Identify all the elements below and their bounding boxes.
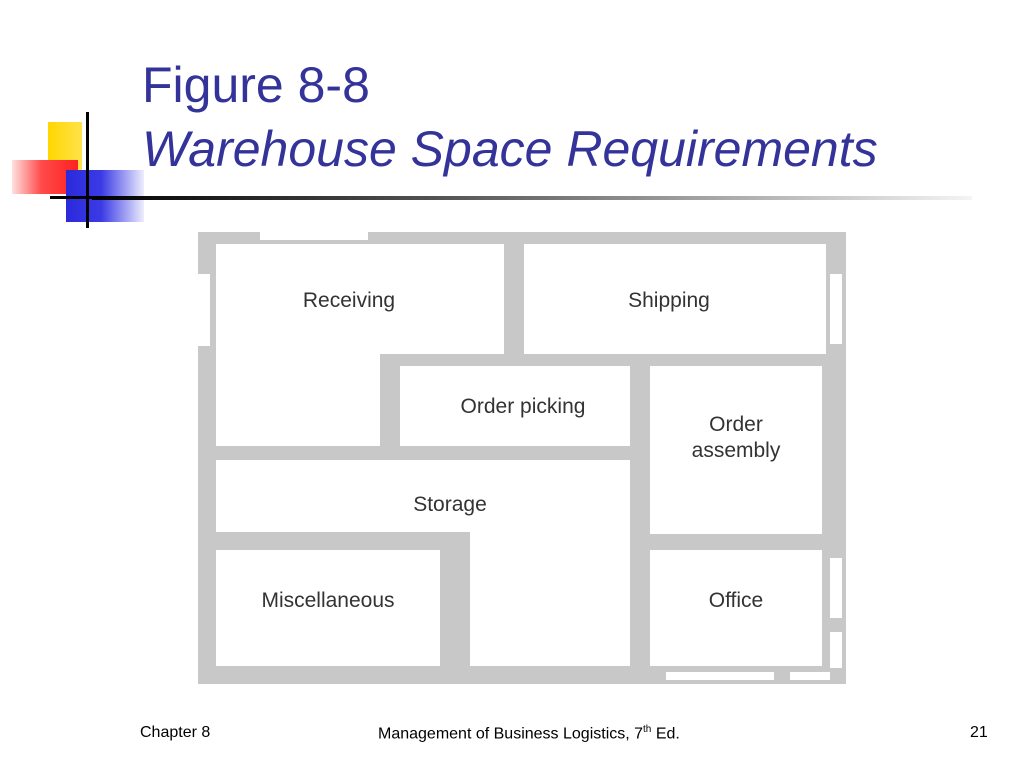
room-storage-lower — [470, 522, 630, 666]
room-receiving — [216, 244, 504, 354]
room-shipping-label: Shipping — [628, 289, 710, 312]
door-bottom-right — [790, 672, 830, 680]
footer-book-title-suffix: Ed. — [651, 725, 680, 743]
warehouse-floor-plan: Receiving Shipping Order picking Order a… — [198, 232, 846, 684]
room-office-label: Office — [708, 589, 764, 612]
figure-number: Figure 8-8 — [142, 57, 370, 113]
footer-page-number: 21 — [970, 724, 988, 741]
footer-book-title-prefix: Management of Business Logistics, 7 — [378, 725, 644, 743]
footer-chapter: Chapter 8 — [140, 724, 211, 741]
room-order-assembly-label-line2: assembly — [691, 439, 781, 462]
room-office — [650, 550, 822, 666]
room-order-picking-label: Order picking — [460, 395, 586, 418]
door-right-middle — [830, 558, 842, 618]
room-miscellaneous-label: Miscellaneous — [261, 589, 395, 612]
door-right-lower — [830, 632, 842, 668]
door-left — [198, 274, 210, 346]
logo-vertical-line — [86, 112, 89, 228]
room-receiving-label: Receiving — [302, 289, 396, 312]
room-storage — [216, 460, 630, 532]
footer-edition-superscript: th — [643, 724, 652, 735]
room-order-assembly — [650, 366, 822, 534]
door-top — [260, 232, 368, 240]
door-bottom-left — [666, 672, 774, 680]
logo-horizontal-line — [50, 196, 94, 199]
footer-book-title: Management of Business Logistics, 7th Ed… — [378, 724, 680, 743]
room-order-assembly-label-line1: Order — [709, 413, 763, 436]
title-underline — [92, 196, 972, 200]
room-order-picking — [400, 366, 630, 446]
room-miscellaneous — [216, 550, 440, 666]
room-storage-label: Storage — [413, 493, 487, 516]
figure-title: Warehouse Space Requirements — [142, 121, 878, 177]
room-receiving-lower — [216, 342, 380, 446]
door-right-upper — [830, 274, 842, 344]
room-shipping — [524, 244, 826, 354]
